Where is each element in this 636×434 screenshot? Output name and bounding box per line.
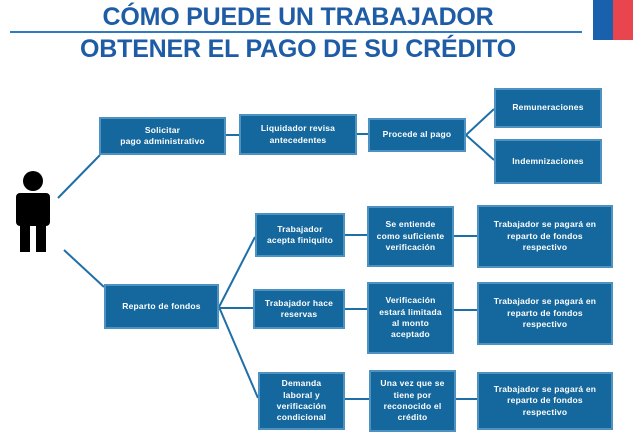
node-solicitar-pago-administrativo: Solicitar pago administrativo [99, 117, 226, 155]
node-demanda-laboral-verificacion-condicional: Demanda laboral y verificación condicion… [258, 372, 345, 430]
worker-silhouette-icon [16, 171, 50, 252]
node-label: Remuneraciones [512, 102, 584, 113]
node-trabajador-hace-reservas: Trabajador hace reservas [253, 289, 345, 329]
page-title-line-1: CÓMO PUEDE UN TRABAJADOR [102, 3, 494, 31]
node-label: Indemnizaciones [512, 155, 584, 166]
node-label: Una vez que se tiene por reconocido el c… [380, 378, 445, 423]
connector-reparto-acepta [218, 236, 256, 308]
connector-procede-remuneraciones [465, 108, 495, 136]
connector-person-reparto [63, 249, 105, 288]
page-title-line-2: OBTENER EL PAGO DE SU CRÉDITO [80, 35, 516, 63]
node-label: Demanda laboral y verificación condicion… [276, 378, 327, 423]
node-label: Trabajador acepta finiquito [266, 223, 333, 245]
connector-person-solicitar [57, 154, 101, 199]
node-trabajador-acepta-finiquito: Trabajador acepta finiquito [255, 213, 345, 257]
node-label: Reparto de fondos [122, 300, 201, 311]
node-se-entiende-suficiente-verificacion: Se entiende como suficiente verificación [367, 206, 454, 267]
connector-reparto-demanda [218, 306, 259, 399]
node-trabajador-se-pagara-3: Trabajador se pagará en reparto de fondo… [477, 372, 613, 430]
node-label: Verificación estará limitada al monto ac… [379, 295, 442, 340]
flag-blue-bar [593, 0, 613, 40]
node-label: Solicitar pago administrativo [120, 124, 205, 146]
flag-red-bar [613, 0, 633, 40]
node-trabajador-se-pagara-2: Trabajador se pagará en reparto de fondo… [477, 282, 613, 345]
node-remuneraciones: Remuneraciones [494, 88, 602, 128]
node-label: Trabajador se pagará en reparto de fondo… [493, 383, 597, 417]
node-trabajador-se-pagara-1: Trabajador se pagará en reparto de fondo… [477, 205, 613, 268]
node-reparto-de-fondos: Reparto de fondos [104, 284, 219, 329]
node-procede-al-pago: Procede al pago [368, 118, 466, 152]
title-underline [10, 31, 582, 33]
node-label: Procede al pago [382, 129, 452, 140]
node-label: Trabajador se pagará en reparto de fondo… [493, 296, 597, 330]
node-liquidador-revisa-antecedentes: Liquidador revisa antecedentes [239, 114, 357, 155]
node-indemnizaciones: Indemnizaciones [494, 139, 602, 184]
node-una-vez-reconocido-credito: Una vez que se tiene por reconocido el c… [369, 370, 456, 432]
node-verificacion-limitada-monto: Verificación estará limitada al monto ac… [367, 282, 454, 354]
connector-procede-indemnizaciones [465, 134, 495, 161]
node-label: Trabajador se pagará en reparto de fondo… [493, 219, 597, 253]
node-label: Trabajador hace reservas [264, 297, 334, 319]
node-label: Liquidador revisa antecedentes [260, 123, 336, 145]
node-label: Se entiende como suficiente verificación [376, 219, 445, 253]
